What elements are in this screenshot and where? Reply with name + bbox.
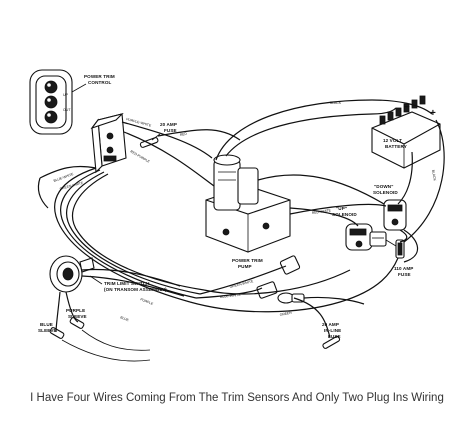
up-solenoid-label-2: SOLENOID bbox=[332, 212, 357, 217]
pump-label-1: POWER TRIM bbox=[232, 258, 263, 263]
inline-fuse-label-3: FUSE bbox=[328, 334, 341, 339]
up-solenoid-label-1: "UP" bbox=[336, 206, 347, 211]
wire-label-red-white: RED-WHITE bbox=[312, 208, 332, 215]
plug-connectors bbox=[256, 255, 305, 304]
switch-out-label: OUT bbox=[63, 108, 71, 112]
wire-label-purple: PURPLE bbox=[140, 297, 155, 306]
wire-label-green-white: GREEN-WHITE bbox=[59, 181, 84, 191]
inline-fuse-label-2: IN-LINE bbox=[324, 328, 341, 333]
battery-positive-label: + bbox=[430, 108, 436, 119]
wire-label-blue-white: BLUE-WHITE bbox=[53, 172, 75, 183]
trim-limit-switch-label-2: (ON TRANSOM ASSEMBLY) bbox=[104, 287, 167, 292]
purple-sleeve: PURPLE SLEEVE bbox=[66, 308, 87, 329]
fuse-20amp-label-1: 20 AMP bbox=[160, 122, 177, 127]
switch-up-label: UP bbox=[63, 93, 69, 97]
wire-label-black-right: BLACK bbox=[431, 169, 437, 181]
up-solenoid: "UP" SOLENOID bbox=[332, 206, 373, 251]
wire-label-red: RED bbox=[179, 132, 187, 137]
down-solenoid: "DOWN" SOLENOID bbox=[373, 184, 407, 231]
purple-sleeve-label-2: SLEEVE bbox=[68, 314, 87, 319]
blue-sleeve: BLUE SLEEVE bbox=[38, 322, 65, 339]
wiring bbox=[37, 99, 445, 362]
battery-negative-label: − bbox=[404, 102, 410, 113]
pump-label-2: PUMP bbox=[238, 264, 252, 269]
wire-label-green: GREEN bbox=[279, 310, 292, 317]
wire-label-blue-white-lower: BLUE-WHITE bbox=[220, 293, 242, 299]
control-box bbox=[90, 112, 127, 174]
battery: 12 VOLT BATTERY − + bbox=[371, 95, 441, 169]
wiring-diagram: UP OUT POWER TRIM CONTROL 20 AMP FUSE 12… bbox=[29, 69, 445, 362]
power-trim-pump: POWER TRIM PUMP bbox=[205, 154, 291, 269]
purple-sleeve-label-1: PURPLE bbox=[66, 308, 85, 313]
power-trim-control-label-2: CONTROL bbox=[88, 80, 112, 85]
wire-label-black-top: BLACK bbox=[330, 101, 342, 105]
fuse-20amp-top: 20 AMP FUSE bbox=[139, 122, 177, 148]
wire-label-red-purple: RED-PURPLE bbox=[130, 149, 152, 164]
battery-label-2: BATTERY bbox=[385, 144, 407, 149]
blue-sleeve-label-2: SLEEVE bbox=[38, 328, 57, 333]
blue-sleeve-label-1: BLUE bbox=[40, 322, 53, 327]
inline-fuse: 20 AMP IN-LINE FUSE bbox=[322, 322, 341, 349]
trim-limit-switch-label-1: TRIM LIMIT SWITCH bbox=[104, 281, 150, 286]
fuse-110amp-label-2: FUSE bbox=[398, 272, 411, 277]
fuse-110amp-label-1: 110 AMP bbox=[394, 266, 413, 271]
power-trim-control-label-1: POWER TRIM bbox=[84, 74, 115, 79]
down-solenoid-label-2: SOLENOID bbox=[373, 190, 398, 195]
fuse-110amp: 110 AMP FUSE bbox=[394, 239, 413, 277]
wire-label-green-white-lower: GREEN-WHITE bbox=[229, 279, 254, 289]
fuse-20amp-label-2: FUSE bbox=[164, 128, 177, 133]
image-caption: I Have Four Wires Coming From The Trim S… bbox=[30, 392, 444, 404]
power-trim-control-switch: UP OUT bbox=[29, 69, 73, 135]
down-solenoid-label-1: "DOWN" bbox=[374, 184, 394, 189]
inline-fuse-label-1: 20 AMP bbox=[322, 322, 339, 327]
wire-label-blue: BLUE bbox=[120, 315, 130, 322]
caption-bar: I Have Four Wires Coming From The Trim S… bbox=[0, 380, 474, 445]
wire-label-purple-white: PURPLE-WHITE bbox=[126, 117, 152, 128]
battery-label-1: 12 VOLT bbox=[383, 138, 402, 143]
